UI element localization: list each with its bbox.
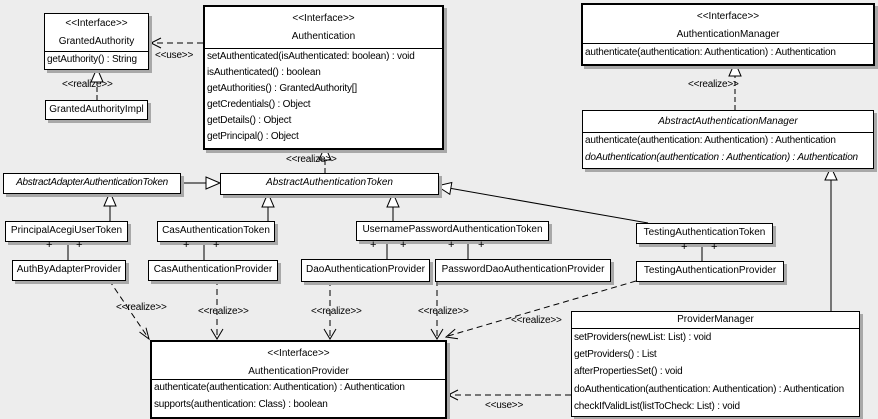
class-name: CasAuthenticationToken: [162, 225, 270, 236]
class-box-dao-authentication-provider: DaoAuthenticationProvider: [301, 259, 430, 282]
association-plus: +: [46, 239, 53, 251]
class-box-testing-authentication-token: TestingAuthenticationToken: [636, 223, 773, 244]
class-box-testing-authentication-provider: TestingAuthenticationProvider: [636, 261, 784, 282]
class-name: TestingAuthenticationProvider: [643, 265, 777, 276]
generalization-username-password-token: [386, 191, 400, 221]
class-box-abstract-authentication-manager: AbstractAuthenticationManager authentica…: [582, 110, 874, 169]
class-box-cas-authentication-provider: CasAuthenticationProvider: [148, 260, 278, 281]
stereotype: <<Interface>>: [292, 13, 355, 24]
method: supports(authentication: Class) : boolea…: [154, 398, 328, 410]
association-plus: +: [400, 239, 407, 251]
realize-dao-authentication-provider: [323, 280, 337, 340]
method: isAuthenticated() : boolean: [207, 67, 321, 78]
association-plus: +: [183, 239, 190, 251]
class-box-principal-acegi-user-token: PrincipalAcegiUserToken: [5, 221, 128, 242]
realize-label: <<realize>>: [311, 306, 362, 317]
class-box-username-password-authentication-token: UsernamePasswordAuthenticationToken: [356, 221, 549, 241]
realize-label: <<realize>>: [116, 302, 167, 313]
method: getProviders() : List: [574, 349, 657, 361]
class-name: PrincipalAcegiUserToken: [10, 225, 123, 236]
stereotype: <<Interface>>: [696, 11, 760, 22]
class-box-abstract-adapter-authentication-token: AbstractAdapterAuthenticationToken: [3, 173, 181, 194]
class-name: AuthenticationManager: [676, 29, 780, 40]
class-header: <<Interface>> AuthenticationManager: [583, 5, 873, 44]
stereotype: <<Interface>>: [267, 348, 330, 359]
class-box-abstract-authentication-token: AbstractAuthenticationToken: [220, 173, 439, 195]
class-name: AuthByAdapterProvider: [16, 264, 122, 275]
class-name: CasAuthenticationProvider: [153, 264, 273, 275]
generalization-provider-manager: [824, 165, 838, 311]
class-name: DaoAuthenticationProvider: [306, 264, 425, 275]
abstract-method: doAuthentication(authentication : Authen…: [585, 151, 858, 163]
generalization-cas-authentication-token: [261, 191, 275, 221]
realize-label: <<realize>>: [688, 79, 739, 90]
realize-abstract-authentication-token: [318, 144, 332, 173]
use-authentication-to-granted-authority: [149, 37, 203, 49]
association-plus: +: [370, 239, 377, 251]
class-name: GrantedAuthorityImpl: [49, 104, 144, 115]
class-box-auth-by-adapter-provider: AuthByAdapterProvider: [12, 260, 126, 281]
class-name: AbstractAuthenticationToken: [266, 177, 393, 188]
class-name: AbstractAuthenticationManager: [583, 111, 873, 133]
class-box-authentication: <<Interface>> Authentication setAuthenti…: [203, 5, 444, 150]
association-plus: +: [478, 239, 485, 251]
association-plus: +: [681, 241, 688, 253]
class-name: TestingAuthenticationToken: [643, 227, 766, 238]
realize-auth-by-adapter-provider: [108, 279, 150, 341]
class-box-authentication-manager: <<Interface>> AuthenticationManager auth…: [581, 3, 875, 66]
class-name: Authentication: [291, 31, 356, 42]
class-box-password-dao-authentication-provider: PasswordDaoAuthenticationProvider: [435, 259, 611, 282]
method: setAuthenticated(isAuthenticated: boolea…: [207, 51, 415, 62]
method: getAuthority() : String: [47, 54, 137, 65]
association-plus: +: [76, 239, 83, 251]
use-label: <<use>>: [485, 400, 524, 411]
class-box-granted-authority: <<Interface>> GrantedAuthority getAuthor…: [44, 13, 149, 70]
realize-password-dao-authentication-provider: [430, 280, 444, 340]
class-box-authentication-provider: <<Interface>> AuthenticationProvider aut…: [150, 340, 447, 419]
realize-label: <<realize>>: [286, 154, 337, 165]
stereotype: <<Interface>>: [65, 18, 128, 29]
use-provider-manager-to-authentication-provider: [446, 389, 571, 401]
class-header: <<Interface>> GrantedAuthority: [45, 14, 148, 52]
realize-testing-authentication-provider: [444, 280, 637, 340]
method: checkIfValidList(listToCheck: List) : vo…: [574, 400, 740, 412]
class-name: AuthenticationProvider: [248, 366, 349, 377]
class-name: AbstractAdapterAuthenticationToken: [16, 177, 168, 188]
generalization-principal-acegi-user-token: [103, 190, 117, 221]
realize-granted-authority-impl: [90, 66, 104, 100]
method: getDetails() : Object: [207, 115, 292, 126]
class-name: UsernamePasswordAuthenticationToken: [362, 224, 543, 235]
class-box-cas-authentication-token: CasAuthenticationToken: [157, 221, 275, 242]
class-box-granted-authority-impl: GrantedAuthorityImpl: [45, 100, 148, 120]
use-label: <<use>>: [155, 50, 194, 61]
class-name: ProviderManager: [572, 312, 859, 329]
method: getAuthorities() : GrantedAuthority[]: [207, 83, 357, 94]
class-box-provider-manager: ProviderManager setProviders(newList: Li…: [571, 311, 860, 417]
method: doAuthentication(authentication: Authent…: [574, 383, 844, 395]
class-name: GrantedAuthority: [58, 36, 135, 47]
method: authenticate(authentication: Authenticat…: [154, 382, 405, 393]
class-header: <<Interface>> AuthenticationProvider: [152, 342, 445, 380]
class-header: <<Interface>> Authentication: [205, 7, 442, 49]
method: getPrincipal() : Object: [207, 131, 299, 142]
realize-label: <<realize>>: [198, 306, 249, 317]
method: setProviders(newList: List) : void: [574, 332, 712, 343]
association-plus: +: [448, 239, 455, 251]
association-plus: +: [213, 239, 220, 251]
realize-abstract-authentication-manager: [728, 60, 742, 110]
method: afterPropertiesSet() : void: [574, 366, 683, 378]
class-name: PasswordDaoAuthenticationProvider: [441, 264, 605, 275]
realize-label: <<realize>>: [511, 315, 562, 326]
generalization-testing-authentication-token: [435, 181, 649, 224]
association-lines: [67, 239, 703, 261]
association-plus: +: [711, 241, 718, 253]
realize-label: <<realize>>: [62, 79, 113, 90]
realize-cas-authentication-provider: [210, 279, 224, 340]
method: authenticate(authentication: Authenticat…: [585, 135, 836, 146]
method: authenticate(authentication: Authenticat…: [585, 47, 836, 58]
generalization-adapter-token-to-abstract-token: [179, 176, 222, 190]
realize-label: <<realize>>: [418, 306, 469, 317]
method: getCredentials() : Object: [207, 99, 311, 110]
